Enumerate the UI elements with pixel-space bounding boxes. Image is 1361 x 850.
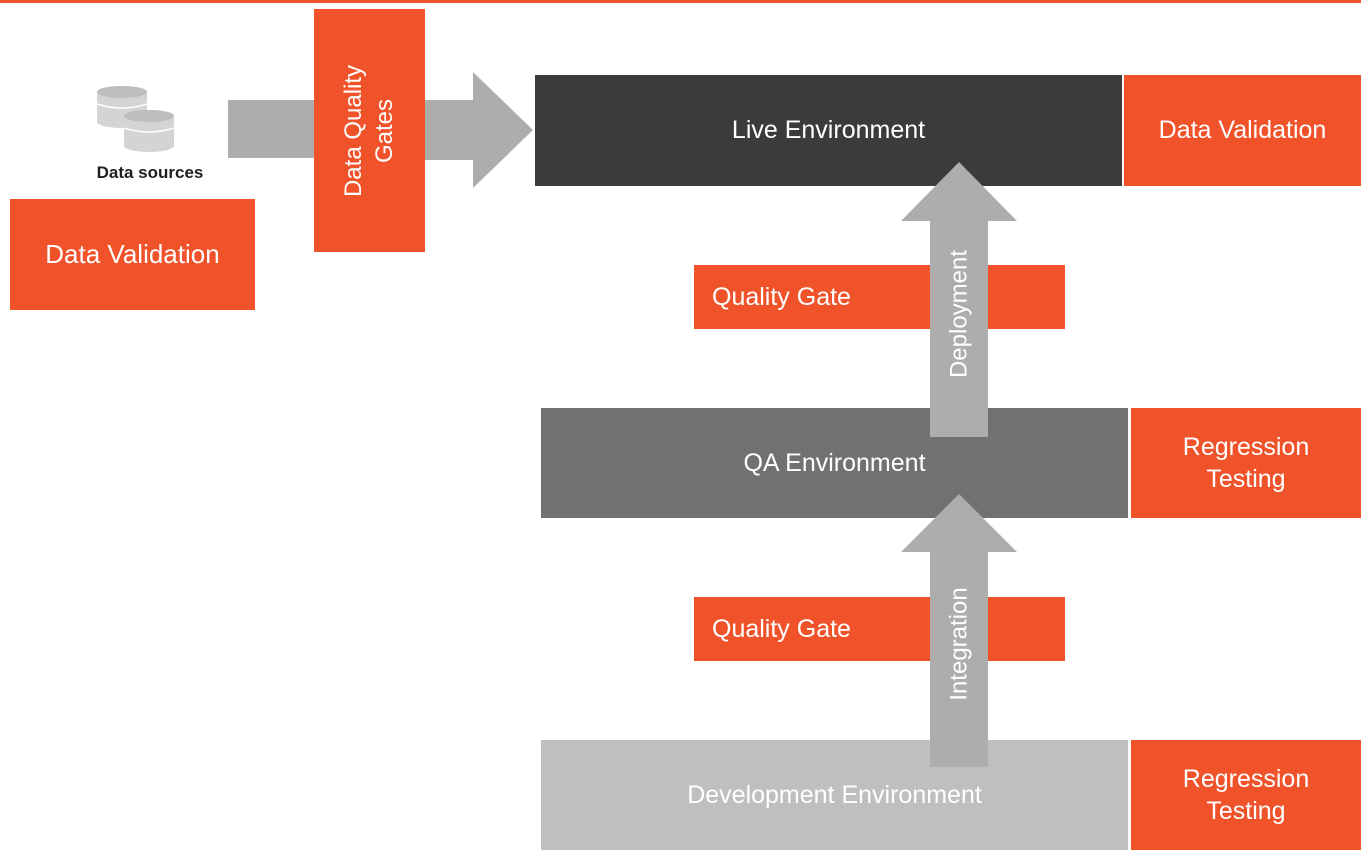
dev-environment-label: Development Environment <box>687 780 982 809</box>
live-data-validation-label: Data Validation <box>1158 116 1327 145</box>
connector-arrow-body <box>228 100 314 158</box>
data-quality-gates-box <box>314 9 425 252</box>
qa-regression-testing-box: Regression Testing <box>1131 408 1361 518</box>
data-quality-gates-line1: Data Quality <box>339 64 367 198</box>
live-environment-label: Live Environment <box>731 116 926 145</box>
dev-environment-box: Development Environment <box>541 740 1128 850</box>
upper-quality-gate-label: Quality Gate <box>712 282 851 311</box>
database-icon <box>96 86 175 152</box>
dev-regression-line1: Regression <box>1182 764 1310 793</box>
qa-regression-line2: Testing <box>1206 465 1286 493</box>
live-environment-box: Live Environment <box>535 75 1122 186</box>
data-quality-gates-line2: Gates <box>371 98 398 164</box>
left-data-validation-box: Data Validation <box>10 199 255 310</box>
top-accent-line <box>0 0 1361 3</box>
data-sources-label: Data sources <box>96 163 204 182</box>
left-data-validation-label: Data Validation <box>45 238 220 269</box>
deployment-label: Deployment <box>945 249 973 379</box>
data-quality-gates-label: Data Quality Gates <box>338 65 400 197</box>
qa-environment-label: QA Environment <box>743 448 926 477</box>
integration-label: Integration <box>945 587 973 701</box>
live-data-validation-box: Data Validation <box>1124 75 1361 186</box>
dev-regression-line2: Testing <box>1206 797 1286 825</box>
right-arrow <box>425 72 533 188</box>
qa-environment-box: QA Environment <box>541 408 1128 518</box>
dev-regression-testing-box: Regression Testing <box>1131 740 1361 850</box>
qa-regression-line1: Regression <box>1182 432 1310 461</box>
lower-quality-gate-label: Quality Gate <box>712 614 851 643</box>
lower-quality-gate-box: Quality Gate <box>694 597 1065 661</box>
upper-quality-gate-box: Quality Gate <box>694 265 1065 329</box>
